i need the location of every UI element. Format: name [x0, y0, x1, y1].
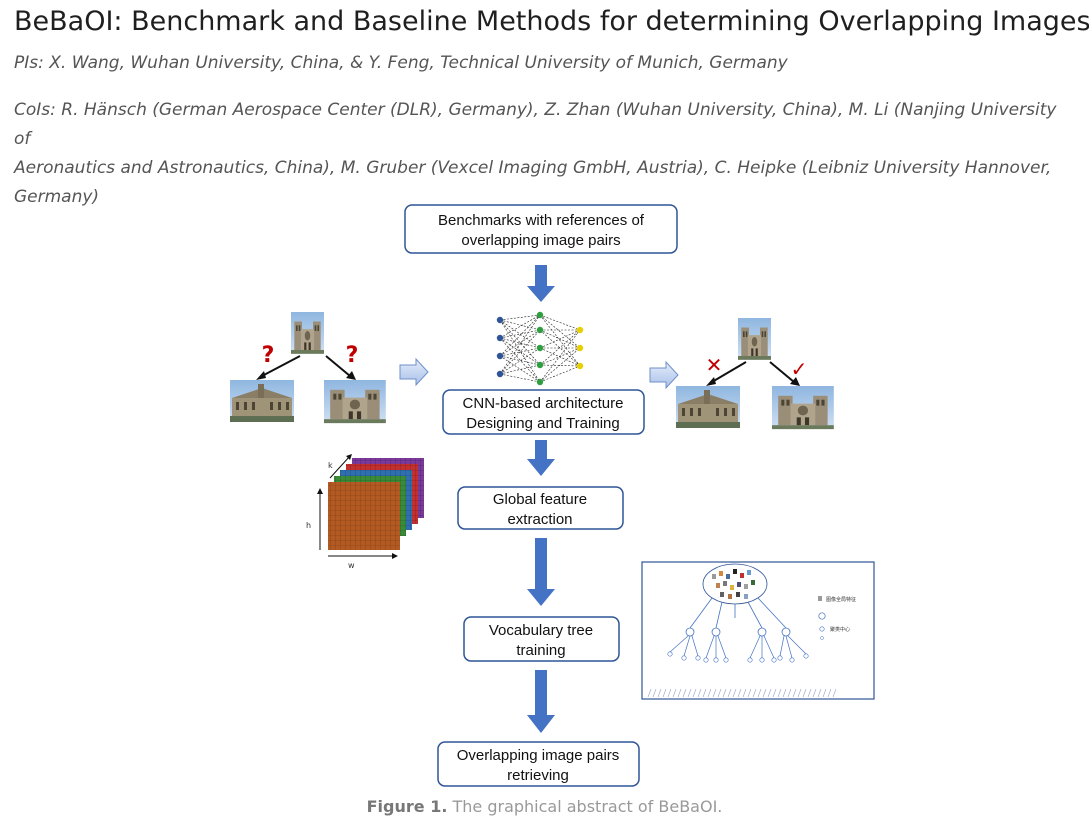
box-vocab-line2: training: [516, 642, 565, 659]
feature-cluster-icons: [712, 569, 755, 599]
candidate-image-left-b: [324, 380, 386, 424]
neural-network-icon: [496, 311, 584, 386]
legend-feature-icon: [818, 596, 822, 601]
legend-cluster-small-icon: [819, 626, 825, 632]
box-global-line1: Global feature: [493, 491, 587, 508]
figure-caption: Figure 1. The graphical abstract of BeBa…: [0, 795, 1089, 819]
flow-arrow-2: [527, 440, 555, 476]
box-benchmarks: Benchmarks with references of overlappin…: [404, 204, 678, 254]
box-overlap-line1: Overlapping image pairs: [457, 747, 620, 764]
hollow-arrow-right-icon: [649, 360, 679, 390]
candidate-image-right-b: [772, 386, 834, 430]
box-overlap-line2: retrieving: [507, 767, 569, 784]
query-image-left: [291, 312, 324, 354]
flow-arrow-4: [527, 670, 555, 733]
legend-cluster-tiny-icon: [820, 636, 824, 640]
box-cnn-line2: Designing and Training: [466, 415, 619, 432]
figure-caption-label: Figure 1.: [366, 797, 448, 816]
tensor-label-h: h: [306, 521, 311, 530]
hollow-arrow-right-icon: [399, 357, 429, 387]
box-vocabulary-tree: Vocabulary tree training: [463, 616, 620, 662]
legend-cluster-icon: [818, 612, 826, 620]
box-global-feature: Global feature extraction: [457, 486, 624, 530]
legend-item-1: 图像全局特征: [826, 596, 856, 603]
candidate-image-right-a: [676, 386, 740, 428]
box-global-line2: extraction: [507, 511, 572, 528]
right-image-pair-result: ✕ ✓: [676, 318, 834, 430]
tensor-label-k: k: [328, 461, 333, 470]
box-benchmarks-line2: overlapping image pairs: [461, 232, 620, 249]
cois-line-1: CoIs: R. Hänsch (German Aerospace Center…: [14, 100, 1057, 149]
principal-investigators: PIs: X. Wang, Wuhan University, China, &…: [14, 53, 788, 73]
co-investigators: CoIs: R. Hänsch (German Aerospace Center…: [14, 96, 1074, 212]
question-mark-icon: ?: [262, 343, 275, 368]
cross-icon: ✕: [706, 353, 723, 377]
graphical-abstract-figure: Benchmarks with references of overlappin…: [230, 204, 875, 787]
query-image-right: [738, 318, 771, 360]
box-benchmarks-line1: Benchmarks with references of: [438, 212, 645, 229]
left-image-pair-question: ? ?: [230, 312, 386, 424]
flow-arrow-3: [527, 538, 555, 606]
cois-line-3: Germany): [14, 187, 100, 207]
tensor-label-w: w: [348, 561, 355, 570]
legend-item-2: 聚类中心: [830, 626, 850, 633]
figure-caption-text: The graphical abstract of BeBaOI.: [447, 797, 723, 816]
feature-tensor-icon: k h w: [306, 454, 424, 570]
question-mark-icon: ?: [346, 343, 359, 368]
box-cnn-architecture: CNN-based architecture Designing and Tra…: [442, 389, 645, 435]
box-vocab-line1: Vocabulary tree: [489, 622, 593, 639]
vocabulary-tree-diagram: 图像全局特征 聚类中心: [641, 561, 875, 700]
box-cnn-line1: CNN-based architecture: [463, 395, 624, 412]
candidate-image-left-a: [230, 380, 294, 422]
flow-arrow-1: [527, 265, 555, 302]
cois-line-2: Aeronautics and Astronautics, China), M.…: [14, 158, 1052, 178]
check-icon: ✓: [791, 357, 808, 381]
page-title: BeBaOI: Benchmark and Baseline Methods f…: [14, 6, 1089, 37]
box-overlapping-pairs: Overlapping image pairs retrieving: [437, 741, 640, 787]
